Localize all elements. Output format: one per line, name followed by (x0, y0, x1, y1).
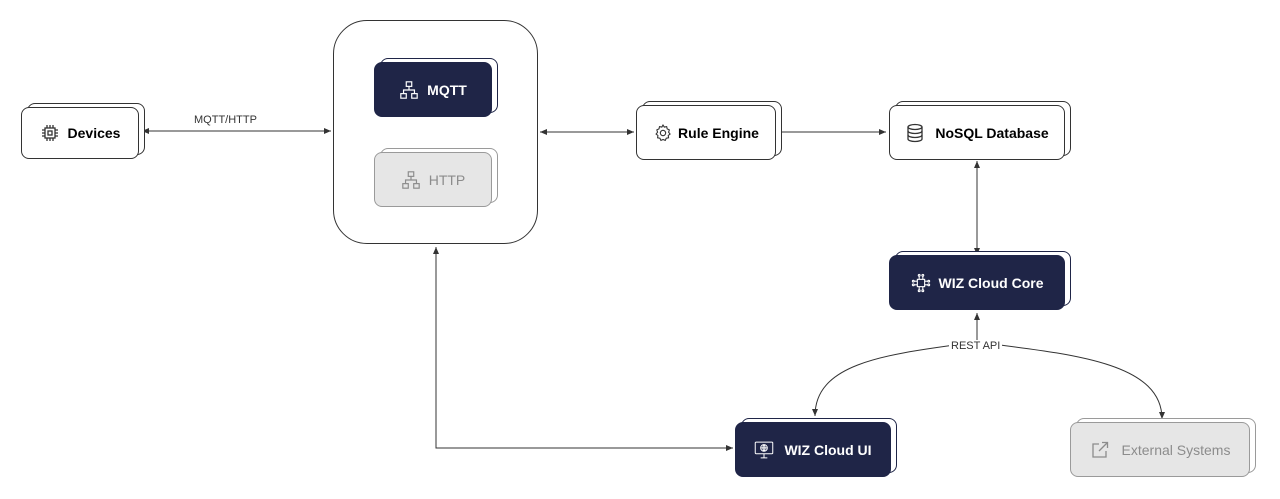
node-face: MQTT (374, 62, 492, 117)
node-wiz-cloud-ui[interactable]: WIZ Cloud UI (735, 418, 897, 477)
node-face: Devices (21, 107, 139, 159)
node-face: External Systems (1070, 422, 1250, 477)
gear-icon (653, 123, 673, 143)
network-icon (399, 80, 419, 100)
node-label: WIZ Cloud UI (784, 441, 872, 458)
network-icon (401, 170, 421, 190)
node-label: NoSQL Database (935, 124, 1049, 141)
node-face: WIZ Cloud UI (735, 422, 891, 477)
node-mqtt[interactable]: MQTT (374, 58, 498, 117)
edge-label-mqtt-http: MQTT/HTTP (192, 114, 259, 126)
broker-container (333, 20, 538, 244)
edge-ui-broker (433, 247, 733, 451)
node-label: Devices (67, 125, 121, 141)
node-external-systems[interactable]: External Systems (1070, 418, 1256, 477)
node-devices[interactable]: Devices (21, 103, 145, 159)
node-label: MQTT (427, 81, 467, 98)
node-label: HTTP (428, 171, 466, 188)
node-wiz-cloud-core[interactable]: WIZ Cloud Core (889, 251, 1071, 310)
node-nosql-database[interactable]: NoSQL Database (889, 101, 1071, 160)
node-label: External Systems (1121, 441, 1231, 458)
node-face: HTTP (374, 152, 492, 207)
chip-icon (40, 123, 60, 143)
edge-rest-external (991, 343, 1165, 420)
node-label: Rule Engine (678, 124, 759, 141)
node-face: Rule Engine (636, 105, 776, 160)
circuit-icon (911, 273, 931, 293)
node-face: WIZ Cloud Core (889, 255, 1065, 310)
node-rule-engine[interactable]: Rule Engine (636, 101, 782, 160)
node-label: WIZ Cloud Core (938, 274, 1044, 291)
node-http[interactable]: HTTP (374, 148, 498, 207)
edge-rest-ui (812, 343, 963, 417)
edge-label-rest-api: REST API (949, 340, 1003, 352)
database-icon (905, 123, 925, 143)
monitor-globe-icon (754, 440, 774, 460)
external-link-icon (1090, 440, 1110, 460)
node-face: NoSQL Database (889, 105, 1065, 160)
